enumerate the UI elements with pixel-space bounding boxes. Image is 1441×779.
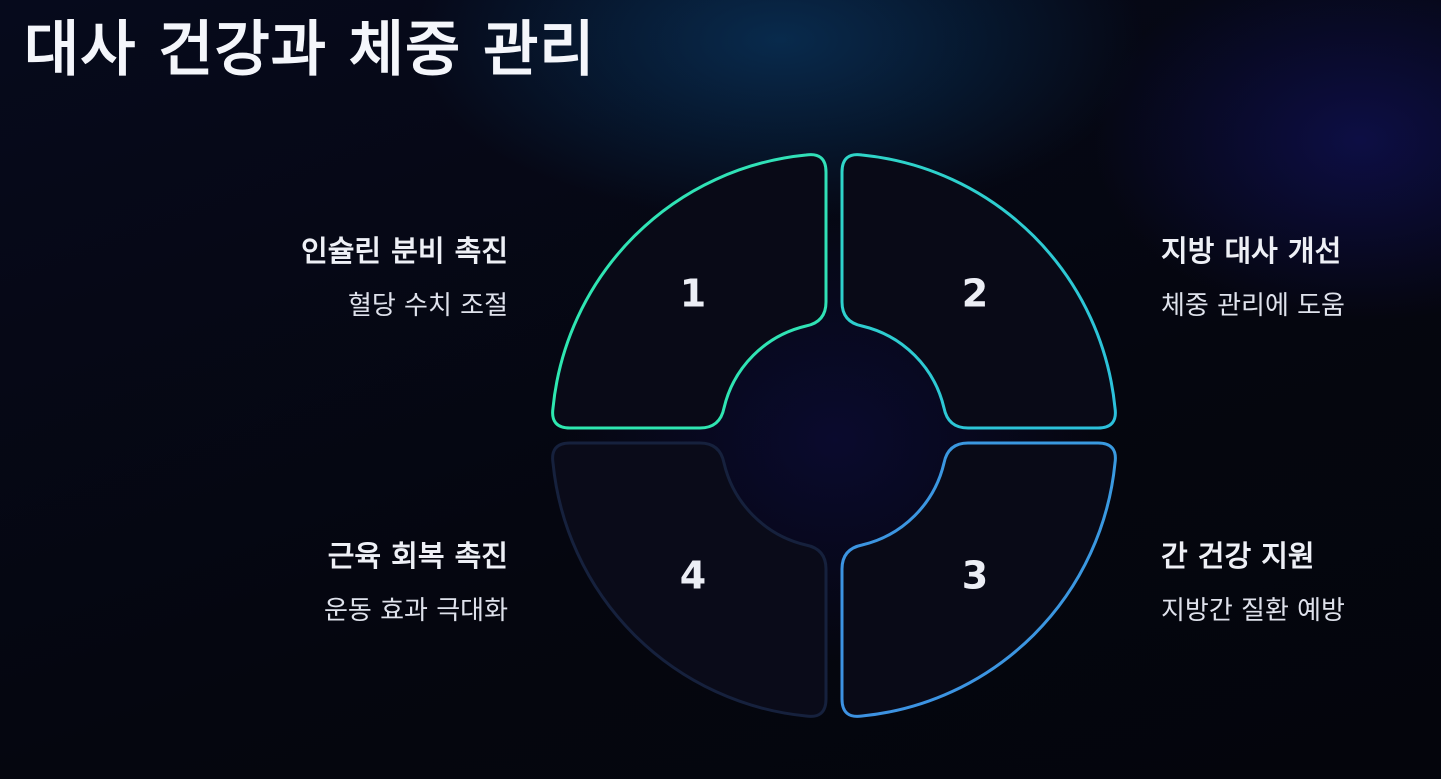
segment-3-title: 간 건강 지원 bbox=[1161, 539, 1315, 573]
segment-1-desc: 혈당 수치 조절 bbox=[347, 290, 508, 321]
segment-4-shape bbox=[551, 441, 828, 718]
segment-1[interactable]: 1 bbox=[551, 153, 828, 430]
segment-4-title: 근육 회복 촉진 bbox=[327, 539, 508, 573]
segment-2[interactable]: 2 bbox=[840, 153, 1117, 430]
segment-4[interactable]: 4 bbox=[551, 441, 828, 718]
label-segment-2: 지방 대사 개선 체중 관리에 도움 bbox=[1161, 234, 1441, 322]
segment-2-shape bbox=[840, 153, 1117, 430]
label-segment-3: 간 건강 지원 지방간 질환 예방 bbox=[1161, 539, 1441, 627]
segment-2-title: 지방 대사 개선 bbox=[1161, 234, 1342, 268]
segment-3-shape bbox=[840, 441, 1117, 718]
segment-3-number: 3 bbox=[962, 554, 988, 598]
segment-1-title: 인슐린 분비 촉진 bbox=[301, 234, 508, 268]
segment-3[interactable]: 3 bbox=[840, 441, 1117, 718]
segment-4-number: 4 bbox=[680, 554, 706, 598]
label-segment-4: 근육 회복 촉진 운동 효과 극대화 bbox=[208, 539, 508, 627]
label-segment-1: 인슐린 분비 촉진 혈당 수치 조절 bbox=[208, 234, 508, 322]
segment-4-desc: 운동 효과 극대화 bbox=[324, 595, 508, 626]
segment-1-shape bbox=[551, 153, 828, 430]
page-title: 대사 건강과 체중 관리 bbox=[24, 15, 596, 85]
segment-2-desc: 체중 관리에 도움 bbox=[1161, 290, 1345, 321]
segment-2-number: 2 bbox=[962, 272, 988, 316]
segment-3-desc: 지방간 질환 예방 bbox=[1161, 595, 1345, 626]
segment-1-number: 1 bbox=[680, 272, 706, 316]
